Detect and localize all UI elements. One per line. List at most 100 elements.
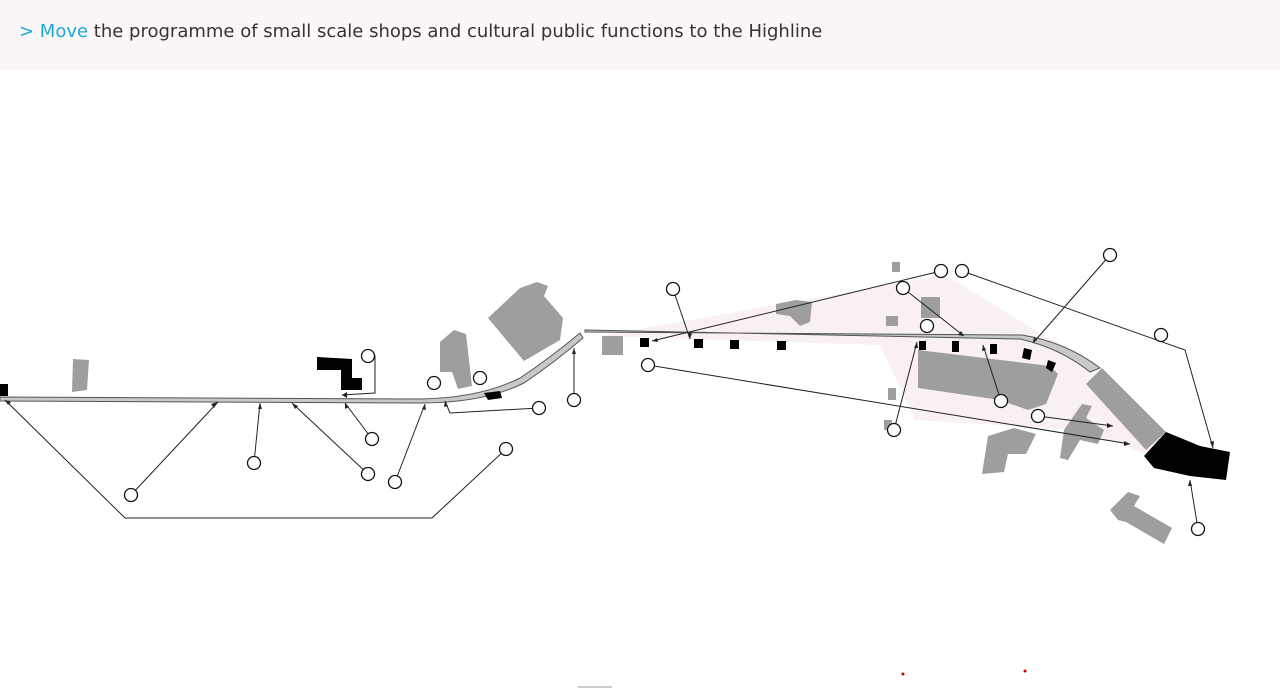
arrowhead [422, 404, 426, 410]
arrowhead [444, 401, 448, 407]
leader-line [961, 270, 1214, 449]
new-buildings [0, 338, 1230, 480]
arrowhead [5, 400, 11, 405]
new-building [1144, 432, 1230, 480]
callout-circle [665, 281, 681, 297]
arrowhead [292, 403, 298, 409]
new-building [640, 338, 649, 347]
callout-circle [360, 348, 376, 364]
callout-circle [1030, 408, 1046, 424]
header-title: > Move the programme of small scale shop… [19, 21, 822, 43]
new-building [777, 341, 786, 350]
existing-building [982, 428, 1036, 474]
arrowhead [572, 348, 576, 354]
existing-building [918, 350, 1058, 410]
callout-circle [531, 400, 547, 416]
leader-line [1037, 415, 1114, 427]
arrowhead [1188, 480, 1192, 486]
callout-circle [123, 487, 139, 503]
callout-circle [640, 357, 656, 373]
leader-line [982, 344, 1002, 402]
callout-circle [364, 431, 380, 447]
arrowhead [958, 331, 964, 336]
callout-circle [1102, 247, 1118, 263]
leader-line [647, 364, 1131, 445]
new-building [484, 391, 502, 400]
leader-line [344, 402, 373, 440]
arrowhead [982, 345, 986, 351]
leader-line [651, 270, 942, 342]
leader-line [444, 400, 540, 414]
highline-track [0, 329, 1102, 404]
callout-circle [246, 455, 262, 471]
existing-building [602, 336, 623, 355]
leader-line [4, 399, 507, 519]
existing-building [72, 359, 89, 392]
new-building [730, 340, 739, 349]
new-building [1022, 348, 1032, 360]
red-dot [1023, 669, 1027, 673]
existing-building [888, 388, 896, 400]
callout-circle [472, 370, 488, 386]
new-building [952, 341, 959, 352]
leader-line [253, 402, 261, 464]
existing-building [1060, 404, 1104, 460]
callout-circle [919, 318, 935, 334]
leader-line [394, 403, 426, 483]
new-building [694, 339, 703, 348]
arrowhead [211, 402, 218, 408]
new-building [990, 344, 997, 354]
callout-circle [1153, 327, 1169, 343]
callout-circle [954, 263, 970, 279]
header-description: the programme of small scale shops and c… [88, 21, 823, 42]
leader-line [291, 402, 369, 475]
new-building [1046, 360, 1056, 372]
callout-circle [360, 466, 376, 482]
arrowhead [258, 403, 262, 409]
existing-building [776, 300, 812, 326]
header-accent: > Move [19, 21, 89, 42]
arrowhead [1124, 441, 1130, 446]
existing-building [1110, 492, 1172, 544]
arrowheads [5, 331, 1214, 486]
arrowhead [342, 392, 347, 398]
arrowhead [1210, 441, 1214, 448]
new-building [317, 357, 362, 390]
highline-west-segment [0, 332, 584, 404]
leader-lines [4, 254, 1214, 530]
callout-circle [933, 263, 949, 279]
callout-circle [886, 422, 902, 438]
existing-building [892, 262, 900, 272]
existing-building [886, 316, 898, 326]
existing-buildings [72, 262, 1172, 544]
callout-circle [566, 392, 582, 408]
leader-line [672, 288, 691, 340]
highline-wide-section [1086, 368, 1166, 450]
leader-line [130, 401, 219, 496]
callout-circle [426, 375, 442, 391]
callout-circle [387, 474, 403, 490]
existing-building [488, 282, 563, 361]
leader-line [1032, 254, 1111, 344]
highline-east-segment [584, 329, 1102, 373]
new-building [0, 384, 8, 396]
arrowhead [688, 333, 692, 339]
callout-circle [498, 441, 514, 457]
header-bar: > Move the programme of small scale shop… [0, 0, 1280, 70]
arrowhead [652, 338, 658, 342]
leader-line [893, 341, 918, 431]
callout-circle [993, 393, 1009, 409]
arrowhead [345, 403, 349, 409]
red-marks [901, 669, 1027, 676]
arrowhead [1107, 423, 1113, 428]
callout-circle [895, 280, 911, 296]
new-building [919, 341, 926, 350]
existing-building [440, 330, 472, 389]
leader-line [1189, 479, 1199, 530]
arrowhead [914, 342, 918, 348]
callout-circle [1190, 521, 1206, 537]
red-dot [901, 672, 905, 676]
arrowhead [1033, 337, 1037, 343]
callout-markers [123, 247, 1206, 537]
